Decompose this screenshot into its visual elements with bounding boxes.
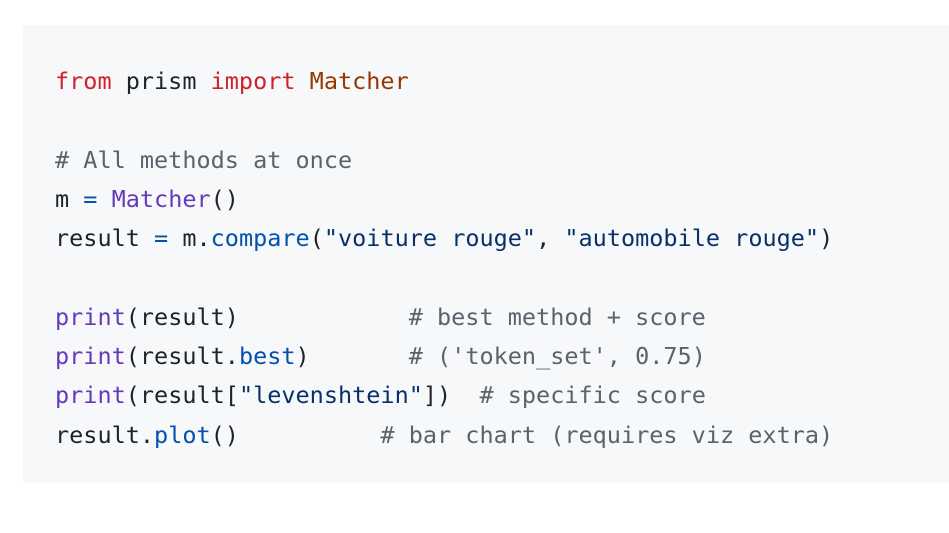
method-name: compare	[210, 224, 310, 253]
code-comment: # best method + score	[408, 302, 706, 331]
code-comment: # ('token_set', 0.75)	[408, 342, 706, 371]
call-args: ()	[210, 420, 239, 449]
module-name: prism	[111, 67, 211, 95]
call-args: (result)	[125, 302, 239, 331]
object-ref: result.	[55, 420, 155, 449]
code-line-import: from prism import Matcher	[55, 62, 949, 101]
keyword-import: import	[210, 67, 296, 95]
code-line-plot: result.plot() # bar chart (requires viz …	[55, 416, 949, 455]
object-ref: m.	[168, 224, 211, 253]
function-call: print	[55, 342, 126, 371]
call-args: )	[295, 342, 310, 371]
padding	[310, 342, 409, 370]
attribute-name: best	[238, 342, 296, 371]
call-args: ])	[422, 381, 452, 410]
keyword-from: from	[55, 67, 112, 95]
padding	[239, 421, 380, 449]
call-args: (result[	[125, 381, 239, 410]
separator: ,	[536, 224, 565, 253]
variable-name: m	[55, 184, 84, 213]
code-line-print-result: print(result) # best method + score	[55, 298, 949, 337]
assign-operator: =	[83, 184, 98, 213]
space	[97, 185, 111, 213]
class-name: Matcher	[295, 67, 409, 95]
code-line-compare: result = m.compare("voiture rouge", "aut…	[55, 219, 949, 258]
code-comment: # All methods at once	[55, 145, 353, 174]
padding	[239, 303, 409, 331]
call-args: ()	[210, 184, 239, 213]
paren-open: (	[309, 224, 324, 253]
padding	[451, 381, 479, 409]
call-args: (result.	[125, 342, 239, 371]
code-block: from prism import Matcher # All methods …	[23, 25, 949, 483]
function-call: print	[55, 302, 126, 331]
code-comment: # bar chart (requires viz extra)	[380, 420, 834, 449]
method-name: plot	[154, 420, 211, 449]
function-call: Matcher	[111, 184, 211, 213]
string-literal: "automobile rouge"	[564, 224, 820, 253]
function-call: print	[55, 381, 126, 410]
code-line-print-levenshtein: print(result["levenshtein"]) # specific …	[55, 376, 949, 415]
code-line-blank	[55, 101, 949, 140]
assign-operator: =	[154, 224, 169, 253]
variable-name: result	[55, 224, 155, 253]
string-literal: "voiture rouge"	[323, 224, 537, 253]
string-literal: "levenshtein"	[238, 381, 423, 410]
paren-close: )	[819, 224, 834, 253]
code-comment: # specific score	[479, 381, 706, 410]
code-line-matcher-init: m = Matcher()	[55, 180, 949, 219]
code-line-blank	[55, 258, 949, 297]
code-line-print-best: print(result.best) # ('token_set', 0.75)	[55, 337, 949, 376]
code-line-comment: # All methods at once	[55, 141, 949, 180]
